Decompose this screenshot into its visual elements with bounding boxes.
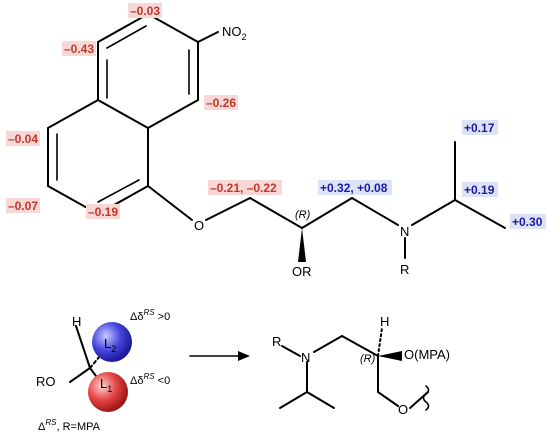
shift-ch3-top: +0.17: [464, 121, 495, 135]
shift-c-right: –0.26: [206, 96, 236, 110]
shift-ch2-n: +0.32, +0.08: [320, 181, 388, 195]
shift-c-upper-left: –0.43: [64, 42, 94, 56]
delta-positive-label: ΔδRS >0: [130, 308, 170, 323]
shift-ch2-o: –0.21, –0.22: [210, 181, 277, 195]
delta-negative-label: ΔδRS <0: [130, 372, 170, 387]
product-nitrogen: N: [301, 350, 310, 365]
model-caption: ΔRS, R=MPA: [38, 418, 101, 433]
amine-nitrogen: N: [400, 224, 409, 239]
product-fragment: [279, 327, 430, 411]
shift-c-left-low: –0.07: [8, 199, 38, 213]
shift-ch3-right: +0.30: [512, 215, 543, 229]
or-label: OR: [292, 264, 312, 279]
reaction-arrow: [189, 351, 250, 361]
shift-c-bottom: –0.19: [88, 205, 118, 219]
l2-sphere: [92, 322, 132, 362]
product-ompa-label: O(MPA): [404, 347, 450, 362]
stereo-r-label: (R): [295, 209, 311, 221]
l1-label: L1: [100, 376, 112, 394]
shift-ch-iso: +0.19: [464, 183, 495, 197]
no2-label: NO2: [222, 24, 247, 42]
product-oxygen: O: [398, 402, 408, 417]
product-r-label: R: [272, 334, 281, 349]
product-h-label: H: [380, 314, 389, 329]
side-chain: O: [194, 141, 506, 262]
shift-values: –0.03 –0.43 –0.26 –0.04 –0.07 –0.19 –0.2…: [6, 3, 546, 229]
mpa-model: [69, 322, 132, 412]
model-ro-label: RO: [36, 374, 56, 389]
l2-label: L2: [104, 336, 116, 354]
ether-oxygen: O: [194, 218, 204, 233]
shift-c-left-mid: –0.04: [8, 132, 38, 146]
shift-c-top: –0.03: [130, 4, 160, 18]
l1-sphere: [88, 372, 128, 412]
naphthalene-core: [47, 13, 219, 221]
product-stereo-r: (R): [360, 353, 376, 365]
amine-r-label: R: [400, 262, 409, 277]
model-h-label: H: [72, 314, 81, 329]
